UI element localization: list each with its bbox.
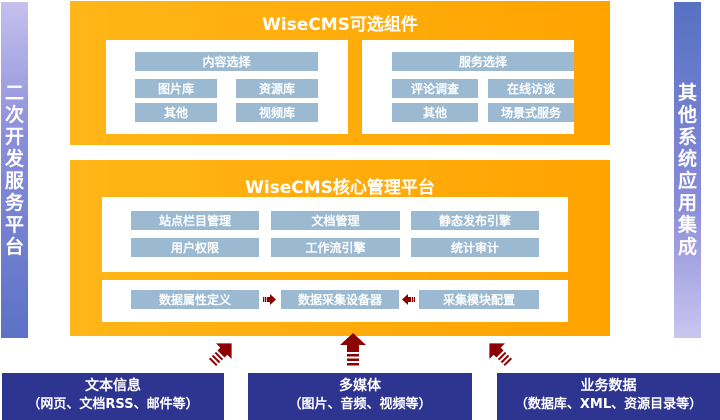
source-business-data-title: 业务数据 — [580, 378, 637, 394]
content-item-image-library: 图片库 — [135, 79, 217, 98]
core-platform-title: WiseCMS核心管理平台 — [245, 178, 435, 198]
content-item-other: 其他 — [135, 103, 217, 122]
secondary-dev-platform-label: 二次开发服务平台 — [4, 82, 24, 258]
source-text-info: 文本信息 （网页、文档RSS、邮件等） — [2, 373, 224, 420]
collection-data-collector: 数据采集设备器 — [281, 290, 399, 309]
right-arrow-icon — [263, 294, 276, 305]
module-user-permissions: 用户权限 — [131, 238, 259, 257]
source-multimedia-title: 多媒体 — [339, 378, 381, 394]
diagonal-up-left-arrow-icon — [489, 343, 513, 367]
module-workflow-engine: 工作流引擎 — [271, 238, 400, 257]
up-arrow-icon — [340, 333, 366, 366]
service-item-other: 其他 — [392, 103, 478, 122]
module-site-column-management: 站点栏目管理 — [131, 211, 259, 230]
diagonal-up-right-arrow-icon — [208, 343, 232, 367]
source-multimedia-detail: （图片、音频、视频等） — [288, 397, 432, 412]
source-text-info-title: 文本信息 — [85, 378, 141, 394]
content-selection-group: 内容选择 图片库 资源库 其他 视频库 — [106, 40, 348, 134]
service-item-scenario-service: 场景式服务 — [488, 103, 574, 122]
service-item-online-interview: 在线访谈 — [488, 79, 574, 98]
left-arrow-icon — [402, 294, 415, 305]
data-collection-group: 数据属性定义 数据采集设备器 采集模块配置 — [102, 280, 568, 322]
module-statistics-audit: 统计审计 — [411, 238, 539, 257]
collection-module-configuration: 采集模块配置 — [419, 290, 539, 309]
source-text-info-detail: （网页、文档RSS、邮件等） — [27, 397, 199, 412]
content-selection-header: 内容选择 — [135, 52, 318, 71]
system-integration-bar: 其他系统应用集成 — [674, 2, 701, 338]
core-modules-group: 站点栏目管理 文档管理 静态发布引擎 用户权限 工作流引擎 统计审计 — [102, 197, 568, 272]
source-multimedia: 多媒体 （图片、音频、视频等） — [248, 373, 472, 420]
optional-components-panel: WiseCMS可选组件 内容选择 图片库 资源库 其他 视频库 服务选择 评论调… — [70, 1, 610, 145]
optional-components-title: WiseCMS可选组件 — [262, 15, 418, 35]
source-business-data-detail: （数据库、XML、资源目录等） — [514, 397, 703, 412]
system-integration-label: 其他系统应用集成 — [677, 82, 697, 258]
source-business-data: 业务数据 （数据库、XML、资源目录等） — [497, 373, 720, 420]
content-item-resource-library: 资源库 — [236, 79, 318, 98]
core-platform-panel: WiseCMS核心管理平台 站点栏目管理 文档管理 静态发布引擎 用户权限 工作… — [70, 160, 610, 336]
service-selection-header: 服务选择 — [392, 52, 574, 71]
collection-data-attribute-definition: 数据属性定义 — [131, 290, 259, 309]
module-document-management: 文档管理 — [271, 211, 400, 230]
content-item-video-library: 视频库 — [236, 103, 318, 122]
service-item-comment-survey: 评论调查 — [392, 79, 478, 98]
secondary-dev-platform-bar: 二次开发服务平台 — [1, 2, 28, 338]
module-static-publish-engine: 静态发布引擎 — [411, 211, 539, 230]
service-selection-group: 服务选择 评论调查 在线访谈 其他 场景式服务 — [362, 40, 574, 134]
